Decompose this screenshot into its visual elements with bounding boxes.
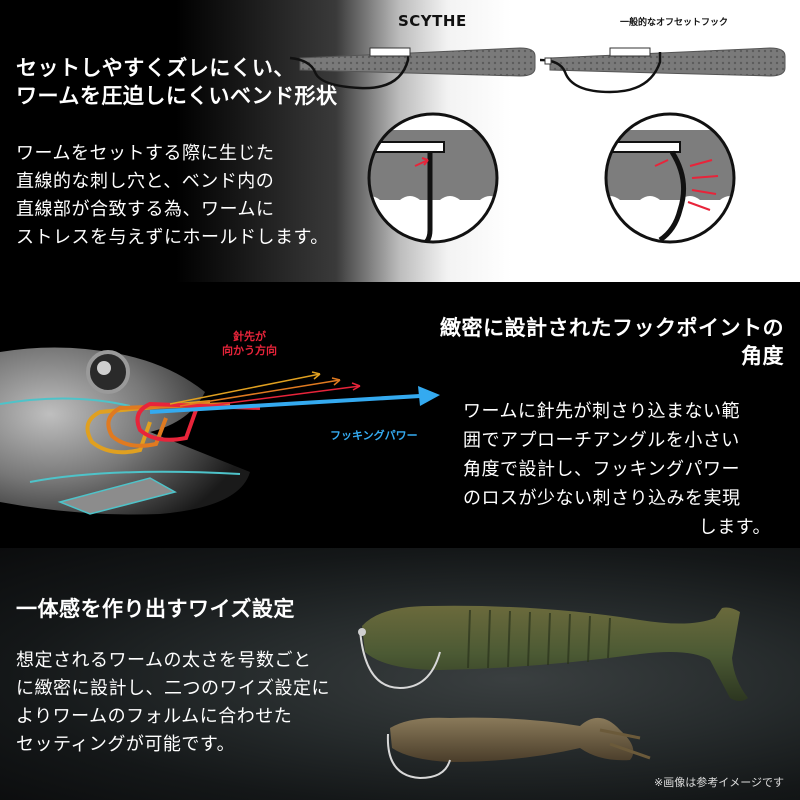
craw-worm	[386, 717, 651, 780]
description-line: ワームに針先が刺さり込まない範	[463, 401, 740, 422]
hook-silhouettes	[85, 400, 261, 455]
bend-shape-section: SCYTHE 一般的なオフセットフック セットしやすくズレにくい、 ワームを圧迫…	[0, 0, 800, 282]
general-worm-diagram	[539, 47, 786, 94]
fish-mouth-illustration	[0, 347, 440, 515]
image-disclaimer: ※画像は参考イメージです	[654, 776, 784, 789]
scythe-zoom-circle	[367, 112, 499, 244]
general-zoom-circle	[604, 112, 736, 244]
hook-comparison-illustration	[289, 47, 786, 244]
hook-point-description: ワームに針先が刺さり込まない範 囲でアプローチアングルを小さい 角度で設計し、フ…	[463, 397, 793, 542]
width-setting-description: 想定されるワームの太さを号数ごと に緻密に設計し、二つのワイズ設定に よりワーム…	[16, 650, 330, 755]
fish-head	[0, 347, 250, 515]
tip-direction-arrows	[169, 371, 361, 409]
hook-point-heading: 緻密に設計されたフックポイントの 角度	[440, 316, 784, 368]
width-setting-section: 一体感を作り出すワイズ設定 想定されるワームの太さを号数ごと に緻密に設計し、二…	[0, 548, 800, 800]
rigged-worms-photo	[358, 605, 748, 780]
hook-point-section: 針先が 向かう方向 フッキングパワー 緻密に設計されたフックポイントの 角度 ワ…	[0, 282, 800, 548]
bend-shape-description: ワームをセットする際に生じた 直線的な刺し穴と、ベンド内の 直線部が合致する為、…	[16, 143, 329, 248]
tip-direction-label: 針先が 向かう方向	[222, 330, 277, 357]
scythe-label: SCYTHE	[398, 12, 467, 30]
description-line: します。	[698, 517, 771, 538]
bend-shape-heading: セットしやすくズレにくい、 ワームを圧迫しにくいベンド形状	[16, 56, 338, 108]
hooking-power-arrow	[149, 386, 440, 414]
description-line: のロスが少ない刺さり込みを実現	[463, 488, 741, 509]
description-line: 囲でアプローチアングルを小さい	[463, 430, 740, 451]
width-setting-heading: 一体感を作り出すワイズ設定	[16, 597, 295, 621]
description-line: 角度で設計し、フッキングパワー	[463, 459, 740, 480]
hooking-power-label: フッキングパワー	[330, 429, 418, 442]
general-hook-label: 一般的なオフセットフック	[620, 18, 729, 28]
swimbait-worm	[358, 605, 748, 701]
scythe-worm-diagram	[289, 47, 536, 90]
